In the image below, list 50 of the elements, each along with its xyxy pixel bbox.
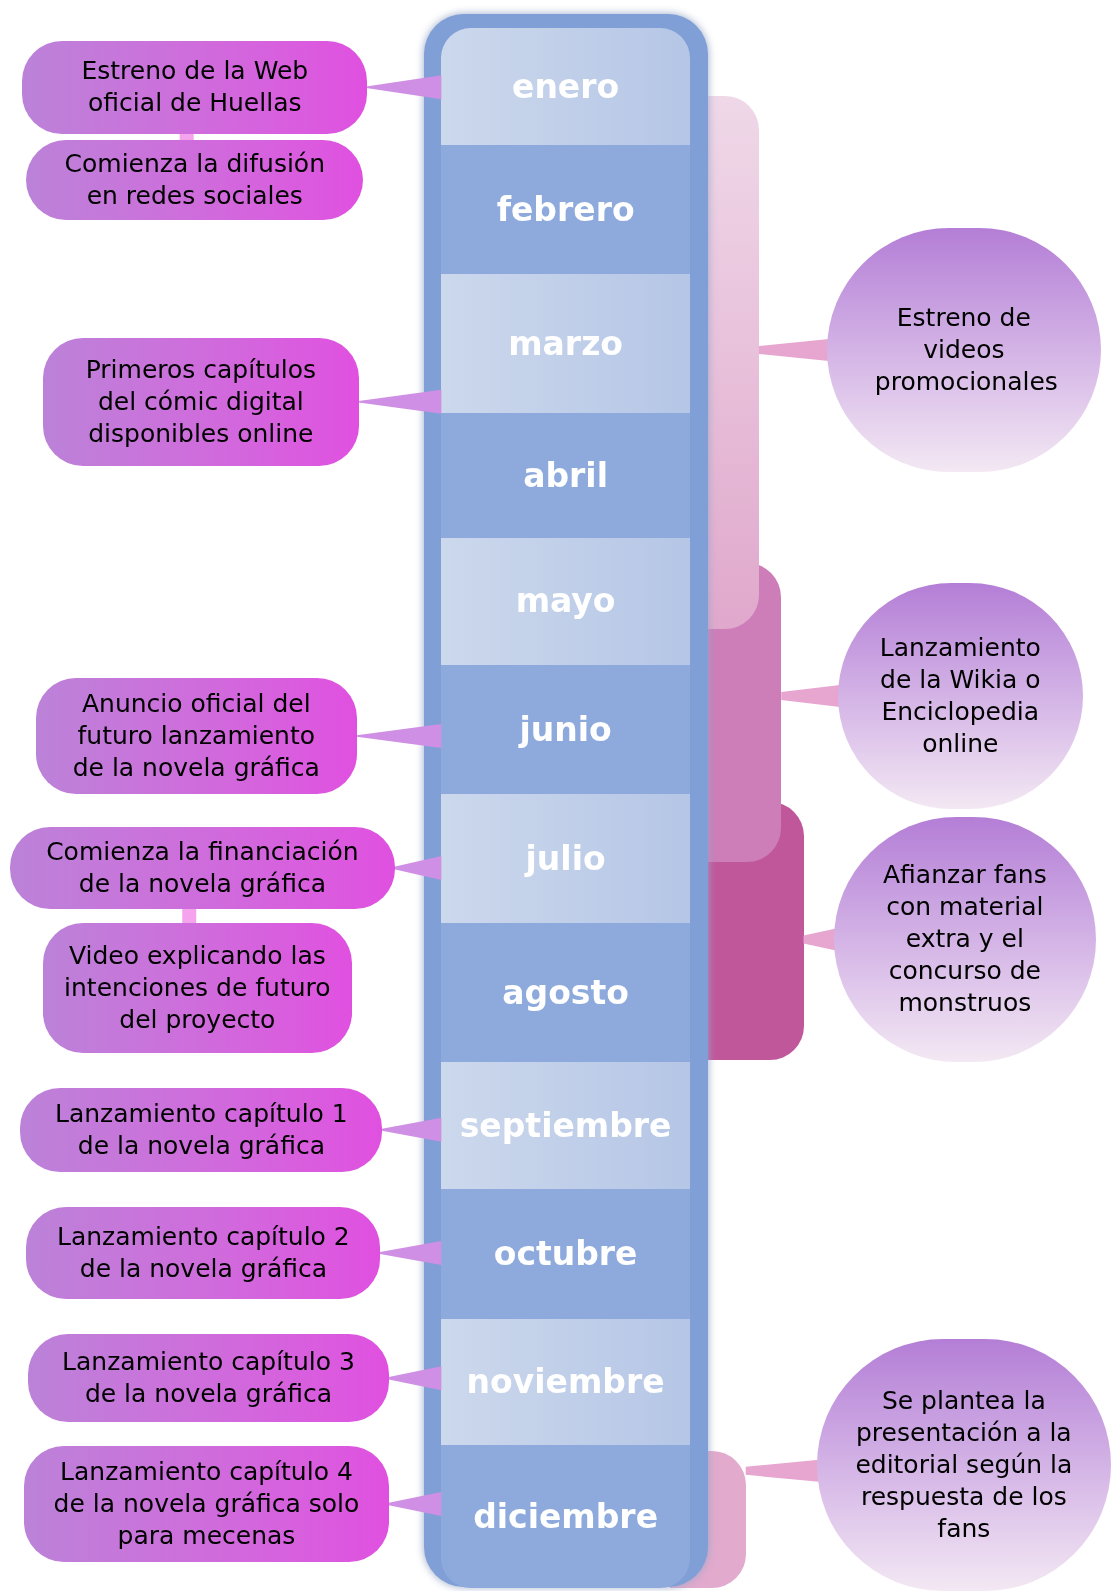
event-bubble bbox=[26, 1207, 381, 1299]
month-label: septiembre bbox=[459, 1104, 672, 1147]
event-text: Lanzamiento de la Wikia o Enciclopedia online bbox=[878, 632, 1042, 760]
callout-pointer bbox=[745, 1459, 819, 1482]
month-label: octubre bbox=[493, 1233, 638, 1276]
event-text: Lanzamiento capítulo 1 de la novela gráfica bbox=[54, 1097, 349, 1162]
month-label: junio bbox=[519, 708, 612, 751]
month-label: agosto bbox=[502, 972, 629, 1014]
month-band bbox=[441, 273, 690, 413]
month-band bbox=[441, 1189, 690, 1319]
event-bubble bbox=[42, 337, 360, 466]
month-label: marzo bbox=[508, 322, 623, 365]
event-bubble bbox=[24, 1445, 389, 1563]
connector-bar bbox=[182, 907, 197, 926]
month-band bbox=[441, 537, 690, 665]
month-band bbox=[441, 1444, 690, 1588]
event-bubble bbox=[35, 677, 358, 795]
callout-pointer bbox=[781, 685, 841, 707]
event-text: Se plantea la presentación a la editorial según la respuesta de los fans bbox=[854, 1385, 1074, 1546]
event-text: Video explicando las intenciones de futuro del proyecto bbox=[63, 940, 332, 1037]
connector-bar bbox=[179, 131, 194, 142]
month-band bbox=[441, 145, 690, 274]
event-text: Primeros capítulos del cómic digital disponibles online bbox=[84, 353, 318, 450]
month-label: diciembre bbox=[473, 1495, 659, 1538]
event-text: Lanzamiento capítulo 4 de la novela gráfica solo para mecenas bbox=[52, 1456, 361, 1553]
month-band bbox=[441, 923, 690, 1063]
month-label: mayo bbox=[515, 580, 616, 623]
month-label: enero bbox=[512, 66, 620, 108]
month-column bbox=[424, 14, 709, 1587]
event-bubble bbox=[42, 923, 353, 1054]
month-label: julio bbox=[525, 838, 606, 881]
month-band bbox=[441, 1062, 690, 1190]
month-band bbox=[441, 412, 690, 538]
event-text: Comienza la financiación de la novela gráfica bbox=[45, 835, 360, 900]
callout-pointer bbox=[758, 339, 829, 362]
month-label: abril bbox=[523, 454, 608, 497]
month-band bbox=[441, 28, 690, 146]
month-band bbox=[441, 794, 690, 924]
month-band bbox=[441, 664, 690, 795]
month-band bbox=[441, 1318, 690, 1445]
event-text: Afianzar fans con material extra y el concurso de monstruos bbox=[882, 859, 1048, 1020]
event-text: Comienza la difusión en redes sociales bbox=[63, 148, 326, 213]
event-text: Anuncio oficial del futuro lanzamiento de la novela gráfica bbox=[71, 688, 321, 785]
event-text: Estreno de la Web oficial de Huellas bbox=[80, 55, 310, 120]
event-bubble bbox=[22, 40, 368, 134]
event-text: Lanzamiento capítulo 2 de la novela gráfica bbox=[56, 1221, 351, 1285]
month-label: febrero bbox=[496, 188, 635, 231]
event-text: Lanzamiento capítulo 3 de la novela gráfica bbox=[61, 1346, 356, 1411]
month-label: noviembre bbox=[466, 1361, 665, 1404]
callout-pointer bbox=[803, 928, 836, 951]
